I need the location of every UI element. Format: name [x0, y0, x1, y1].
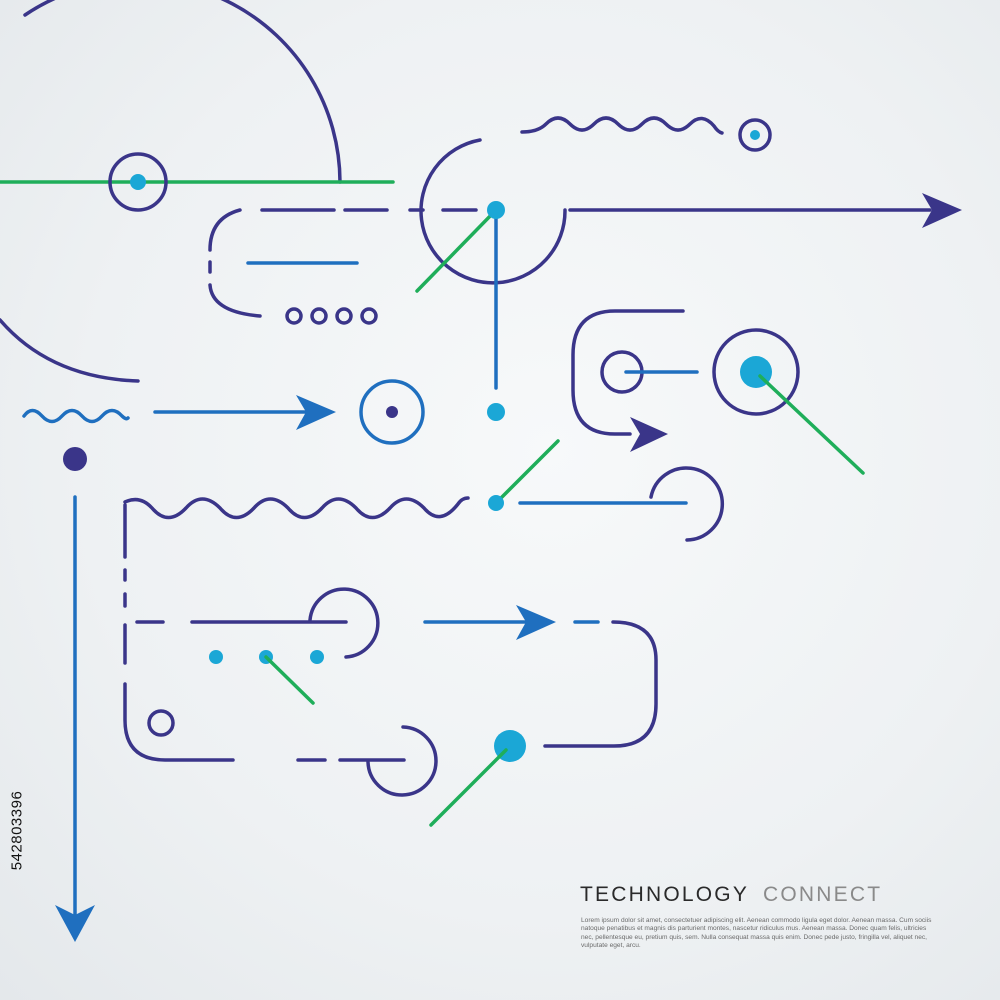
- center-node: [487, 201, 505, 219]
- right-down-bracket: [543, 620, 658, 748]
- small-ring-3: [335, 307, 353, 325]
- headline: TECHNOLOGY CONNECT: [580, 883, 882, 907]
- stock-id-text: 542803396: [8, 790, 26, 871]
- lower-dot-3: [310, 650, 324, 664]
- middle-ring-dot: [386, 406, 398, 418]
- bottom-arc: [366, 725, 438, 797]
- mid-node: [488, 495, 504, 511]
- small-ring-1: [285, 307, 303, 325]
- dashed-u-bottom: [208, 283, 262, 318]
- middle-arrowhead: [296, 395, 336, 430]
- top-left-node: [130, 174, 146, 190]
- dashed-u-shape: [208, 208, 242, 252]
- right-arrowhead: [922, 193, 962, 228]
- body-text: Lorem ipsum dolor sit amet, consectetuer…: [581, 917, 932, 950]
- stock-id-watermark: 542803396: [4, 760, 26, 910]
- long-wave: [123, 496, 470, 520]
- center-green-diagonal: [415, 208, 498, 293]
- lower-dot-1: [209, 650, 223, 664]
- left-bracket-bottom: [123, 682, 235, 762]
- small-ring-4: [360, 307, 378, 325]
- large-right-ring: [712, 328, 800, 416]
- lower-arrowhead: [516, 605, 556, 640]
- left-small-wave: [22, 408, 130, 424]
- large-arc: [23, 0, 342, 184]
- main-ring: [419, 138, 567, 285]
- headline-primary: TECHNOLOGY: [580, 883, 750, 906]
- top-right-dot: [750, 130, 760, 140]
- lower-green-diagonal: [264, 655, 315, 705]
- right-bracket: [571, 309, 685, 436]
- left-navy-dot: [63, 447, 87, 471]
- bottom-small-ring: [147, 709, 175, 737]
- lower-arc: [308, 587, 380, 659]
- bottom-green-diagonal: [429, 748, 508, 827]
- center-lower-node: [487, 403, 505, 421]
- right-green-diagonal: [758, 374, 865, 475]
- top-left-ring: [108, 152, 168, 212]
- down-arrowhead: [55, 905, 95, 942]
- large-arc-lower: [0, 318, 140, 383]
- middle-ring: [359, 379, 425, 445]
- headline-secondary: CONNECT: [763, 883, 883, 906]
- bracket-arrowhead: [630, 417, 668, 452]
- mid-green-diagonal: [494, 439, 560, 505]
- top-right-ring: [738, 118, 772, 152]
- mid-arc: [649, 466, 725, 542]
- small-ring-2: [310, 307, 328, 325]
- top-wave: [520, 116, 724, 135]
